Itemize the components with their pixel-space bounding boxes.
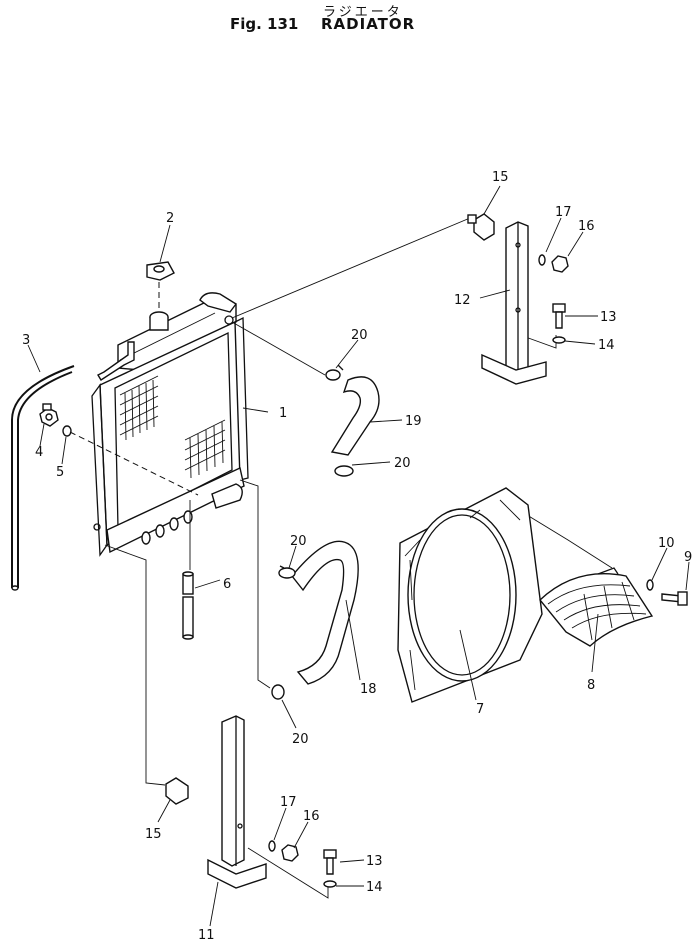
callout-20-c: 20: [290, 534, 307, 549]
hose-clamp-lower-a: [278, 565, 296, 579]
callout-16-lower: 16: [303, 809, 320, 824]
overflow-hose: [11, 365, 75, 591]
washer-14-lower: [323, 880, 337, 888]
callout-13-upper: 13: [600, 310, 617, 325]
callout-6: 6: [223, 577, 231, 592]
callout-20-d: 20: [292, 732, 309, 747]
callout-17-upper: 17: [555, 205, 572, 220]
radiator-cap: [146, 261, 175, 281]
bolt-13-upper: [552, 303, 566, 329]
fan-guard: [539, 567, 654, 647]
callout-15-upper: 15: [492, 170, 509, 185]
lower-hose: [291, 540, 359, 685]
drain-gasket: [62, 425, 72, 437]
cushion-mount-upper: [467, 213, 495, 241]
callout-5: 5: [56, 465, 64, 480]
lower-hose-short: [182, 571, 194, 640]
callout-1: 1: [279, 406, 287, 421]
figure-header: ラジエータ Fig. 131 RADIATOR: [0, 0, 695, 40]
callout-19: 19: [405, 414, 422, 429]
drain-cock: [39, 403, 59, 427]
washer-17-upper: [538, 254, 546, 266]
callout-2: 2: [166, 211, 174, 226]
callout-14-upper: 14: [598, 338, 615, 353]
callout-20-a: 20: [351, 328, 368, 343]
figure-subtitle: ラジエータ: [323, 5, 403, 20]
callout-8: 8: [587, 678, 595, 693]
callout-12: 12: [454, 293, 471, 308]
callout-7: 7: [476, 702, 484, 717]
nut-16-upper: [551, 255, 569, 273]
callout-leaders: [27, 185, 690, 927]
callout-11: 11: [198, 928, 215, 939]
washer-17-lower: [268, 840, 276, 852]
figure-title: RADIATOR: [321, 15, 416, 33]
callout-18: 18: [360, 682, 377, 697]
figure-number: Fig. 131: [230, 15, 299, 33]
callout-10: 10: [658, 536, 675, 551]
washer-10: [646, 579, 654, 591]
bolt-9: [661, 591, 688, 606]
callout-3: 3: [22, 333, 30, 348]
lower-stay-bracket: [207, 715, 267, 889]
hose-clamp-lower-b: [271, 684, 285, 700]
upper-stay-bracket: [481, 221, 547, 385]
callout-15-lower: 15: [145, 827, 162, 842]
callout-16-upper: 16: [578, 219, 595, 234]
callout-20-b: 20: [394, 456, 411, 471]
nut-16-lower: [281, 844, 299, 862]
bolt-13-lower: [323, 849, 337, 875]
hose-clamp-upper-b: [334, 465, 354, 477]
callout-9: 9: [684, 550, 692, 565]
radiator-assembly: [91, 292, 249, 557]
callout-14-lower: 14: [366, 880, 383, 895]
hose-clamp-upper-a: [325, 364, 344, 381]
washer-14-upper: [552, 336, 566, 344]
cushion-mount-lower: [165, 777, 189, 805]
upper-hose: [330, 376, 380, 456]
callout-17-lower: 17: [280, 795, 297, 810]
callout-4: 4: [35, 445, 43, 460]
callout-13-lower: 13: [366, 854, 383, 869]
fan-shroud: [397, 487, 543, 703]
